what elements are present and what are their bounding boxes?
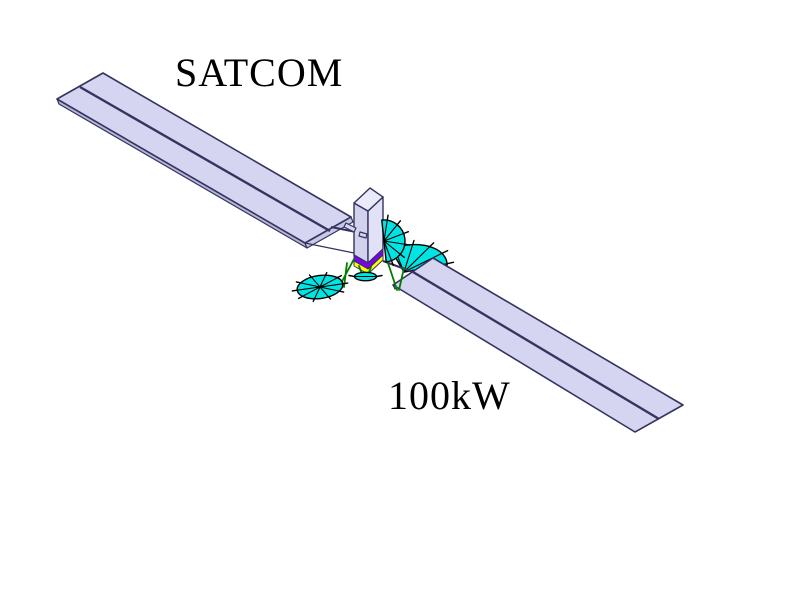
left-solar-panel	[56, 72, 354, 249]
dish-spoke	[313, 286, 321, 300]
left-panel-lower-edge-line	[304, 242, 355, 254]
dish-spoke	[302, 286, 321, 297]
dish-rim-spike	[446, 261, 455, 265]
dish-rim-spike	[396, 220, 402, 226]
nadir-antenna	[348, 271, 383, 282]
dish-rim-spike	[375, 274, 383, 278]
dish-spoke	[403, 244, 414, 273]
dish-rim-spike	[348, 274, 356, 278]
dish-rim-spike	[429, 242, 435, 248]
dish-spoke	[319, 286, 329, 298]
bus-small-port	[358, 231, 368, 239]
dish-rim-spike	[441, 249, 449, 255]
dish-spoke	[319, 286, 340, 292]
bus-top-face	[353, 187, 384, 212]
dish-spoke	[383, 240, 405, 245]
dish-spoke	[319, 274, 327, 288]
dish-rim-spike	[390, 259, 394, 267]
dish-spoke	[319, 277, 338, 288]
left-dish-antenna	[291, 271, 349, 303]
right-panel-center-divider	[412, 270, 660, 421]
dish-rim-spike	[402, 231, 410, 235]
dish-spoke	[383, 240, 401, 255]
right-front-dish-antenna	[381, 214, 411, 267]
dish-spoke	[383, 224, 398, 242]
strut	[386, 259, 398, 291]
dish-rim-spike	[386, 214, 389, 221]
dish-spoke	[403, 246, 431, 273]
left-panel-center-divider	[79, 85, 331, 233]
dish-spoke	[311, 276, 321, 288]
dish-spoke	[297, 286, 321, 291]
dish-rim-spike	[342, 282, 349, 285]
dish-spoke	[383, 220, 388, 242]
dish-spoke	[319, 283, 343, 288]
dish-rim-spike	[404, 243, 411, 246]
dish-spoke	[383, 232, 404, 242]
satellite-bus	[343, 187, 390, 275]
right-solar-panel	[392, 257, 684, 433]
right-panel-face	[392, 257, 684, 433]
bus-sensor-plate	[343, 222, 357, 233]
bus-yellow-band	[353, 254, 384, 275]
power-rating-label: 100kW	[388, 373, 511, 418]
strut	[398, 267, 405, 291]
satellite-name-label: SATCOM	[175, 50, 343, 95]
dish-spoke	[403, 252, 443, 273]
dish-rim-spike	[399, 253, 405, 259]
dish-spoke	[300, 282, 321, 288]
dish-rim-spike	[291, 289, 298, 292]
dish-spoke	[383, 240, 393, 261]
